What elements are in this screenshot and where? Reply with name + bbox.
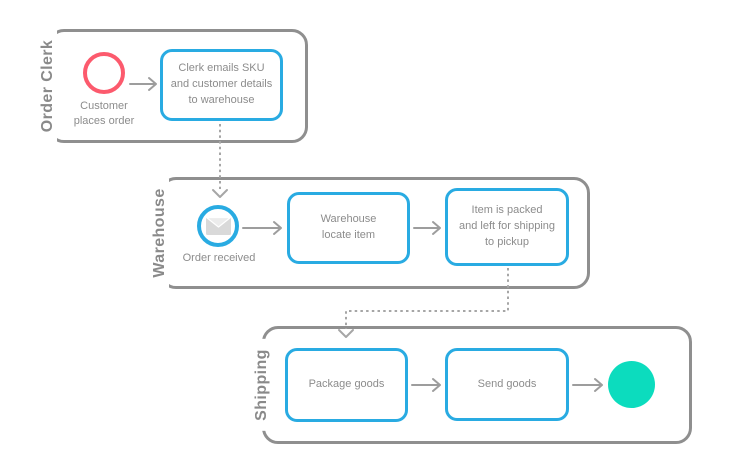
task-clerk-emails-warehouse: Clerk emails SKU and customer details to… bbox=[160, 49, 283, 121]
message-event-label: Order received bbox=[182, 252, 256, 264]
envelope-icon bbox=[205, 217, 231, 235]
end-event-circle bbox=[608, 361, 655, 408]
task-warehouse-locate-item: Warehouse locate item bbox=[287, 192, 410, 264]
task-item-packed: Item is packed and left for shipping to … bbox=[445, 188, 569, 266]
lane-label-warehouse: Warehouse bbox=[151, 178, 169, 288]
task-send-goods: Send goods bbox=[445, 348, 569, 421]
task-package-goods: Package goods bbox=[285, 348, 408, 422]
start-event-circle bbox=[83, 52, 125, 94]
lane-label-order-clerk: Order Clerk bbox=[39, 29, 57, 143]
lane-label-shipping: Shipping bbox=[253, 339, 271, 431]
message-event-circle bbox=[197, 205, 239, 247]
start-event-label: Customer places order bbox=[73, 100, 135, 127]
